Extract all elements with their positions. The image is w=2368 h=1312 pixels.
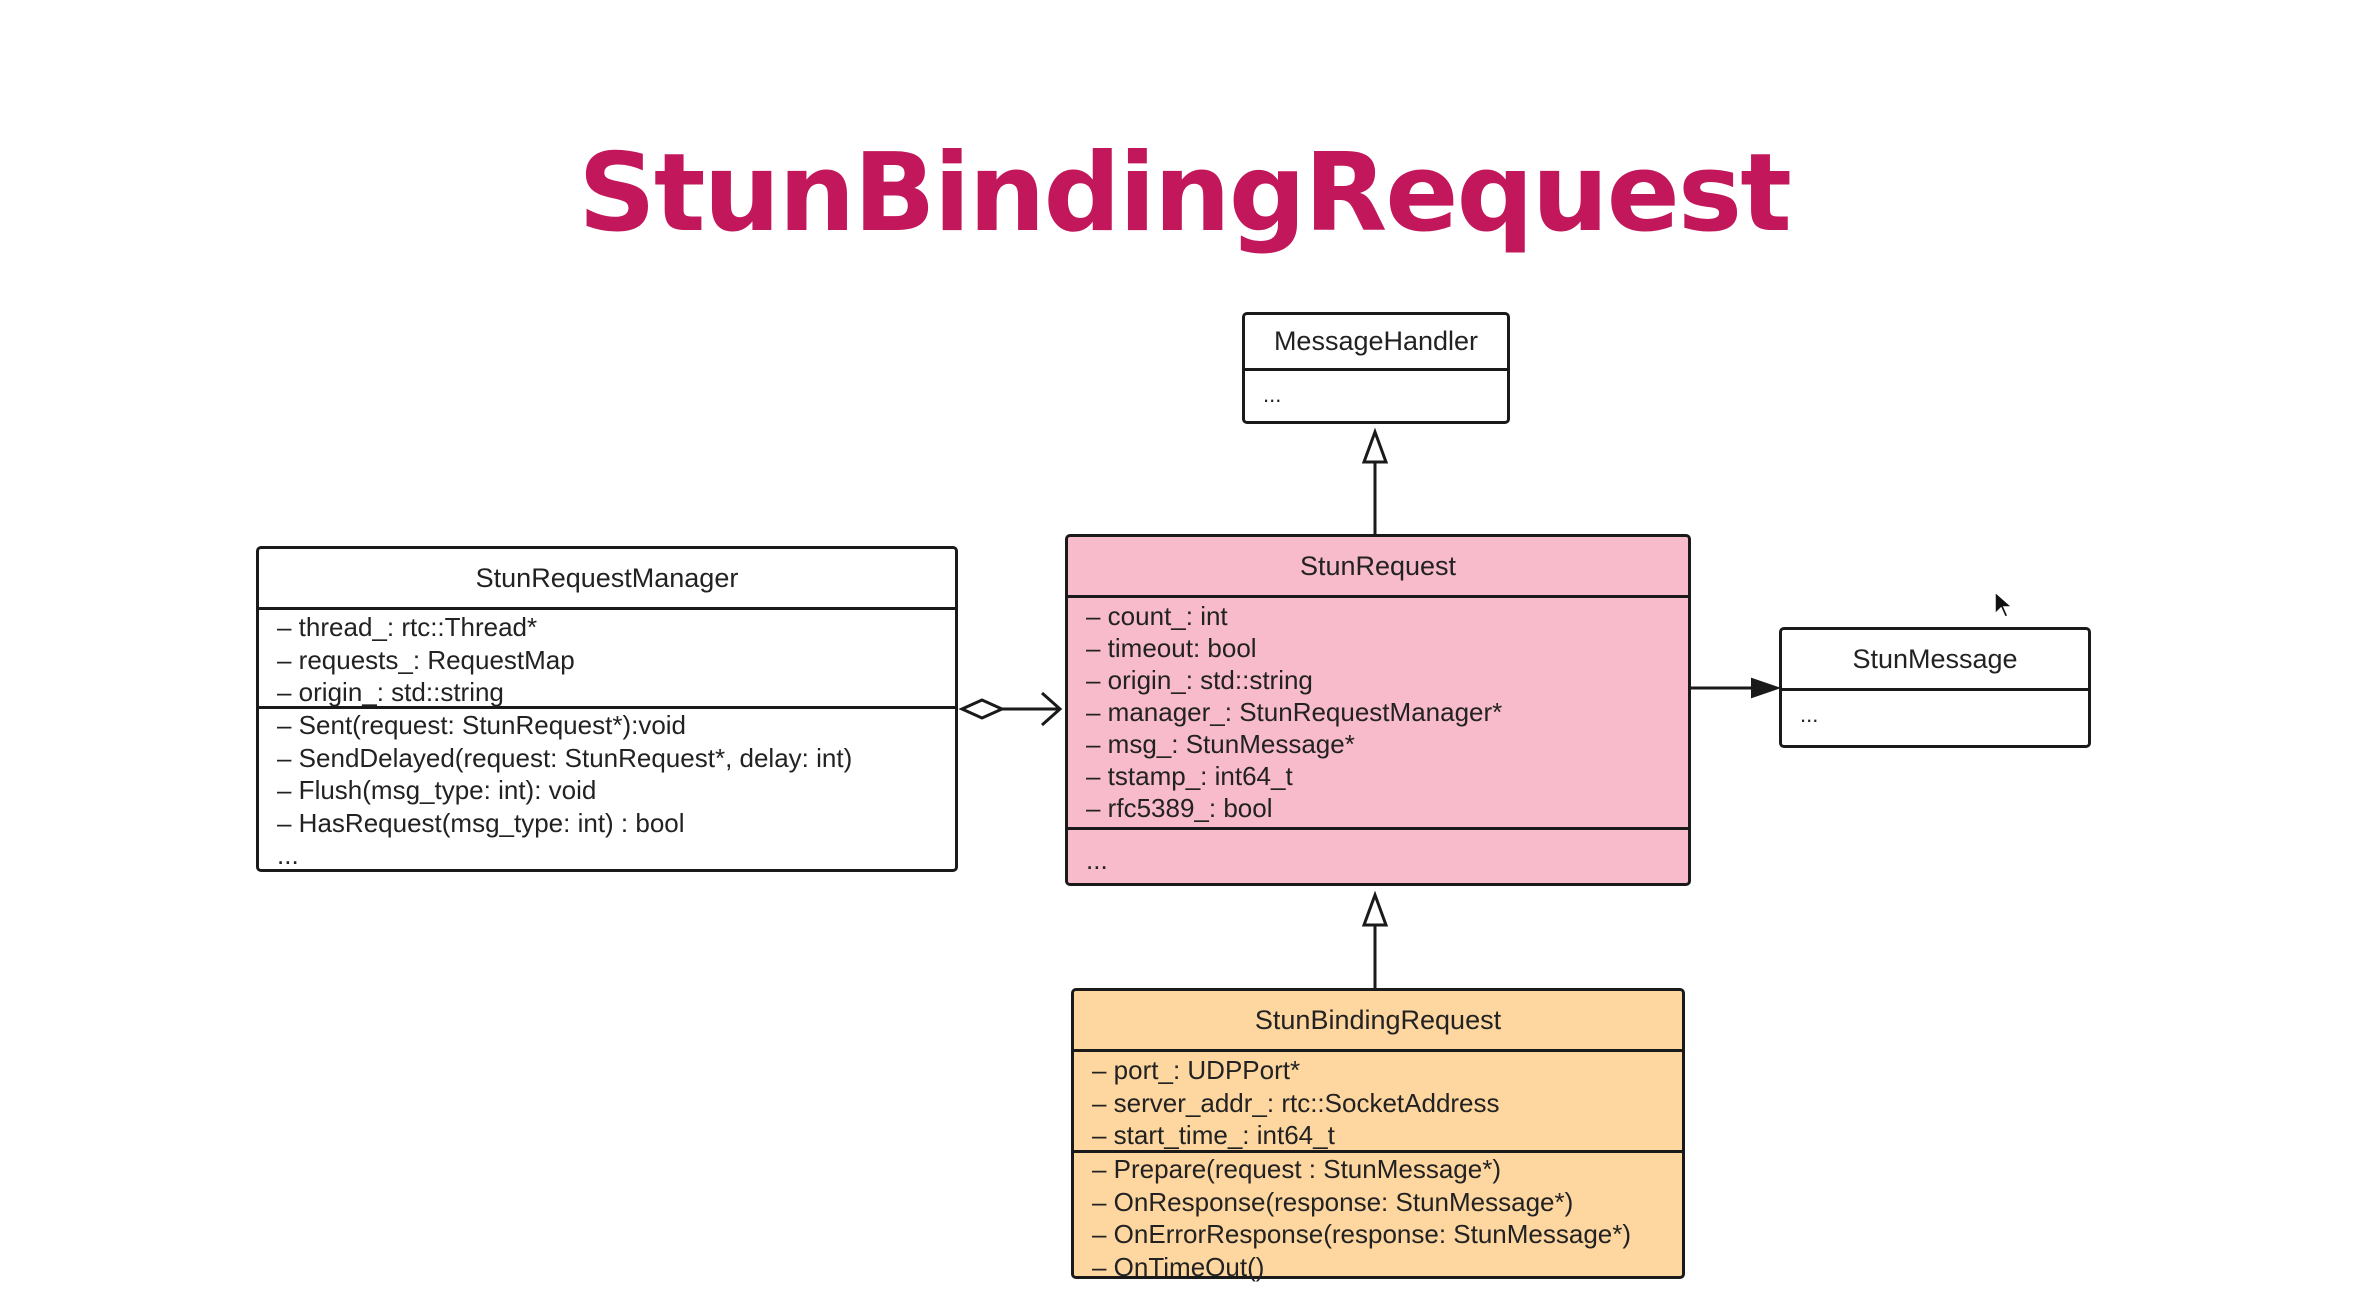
attribute-line: – manager_: StunRequestManager*	[1086, 697, 1503, 727]
method-line: – Prepare(request : StunMessage*)	[1092, 1154, 1501, 1184]
class-methods: – Prepare(request : StunMessage*) – OnRe…	[1074, 1153, 1682, 1283]
attribute-line: – tstamp_: int64_t	[1086, 761, 1293, 791]
class-box-stun-request-manager[interactable]: StunRequestManager – thread_: rtc::Threa…	[256, 546, 958, 872]
class-box-stun-request[interactable]: StunRequest – count_: int – timeout: boo…	[1065, 534, 1691, 886]
method-line: – HasRequest(msg_type: int) : bool	[277, 807, 685, 838]
inheritance-arrow-stunbindingrequest-to-stunrequest	[1361, 890, 1389, 988]
class-attributes: – count_: int – timeout: bool – origin_:…	[1068, 598, 1688, 830]
class-name: StunRequestManager	[259, 549, 955, 610]
class-body: ...	[1782, 691, 2088, 732]
page-title: StunBindingRequest	[578, 131, 1792, 256]
attribute-line: – requests_: RequestMap	[277, 644, 575, 675]
class-body: ...	[1245, 371, 1507, 412]
method-line: – OnTimeOut()	[1092, 1251, 1265, 1282]
body-line: ...	[1800, 702, 1819, 727]
class-attributes: – thread_: rtc::Thread* – requests_: Req…	[259, 610, 955, 709]
body-line: ...	[1263, 382, 1282, 407]
attribute-line: – rfc5389_: bool	[1086, 793, 1273, 823]
class-name: StunMessage	[1782, 630, 2088, 691]
attribute-line: – thread_: rtc::Thread*	[277, 612, 538, 642]
attribute-line: – origin_: std::string	[277, 677, 504, 707]
attribute-line: – origin_: std::string	[1086, 665, 1313, 695]
class-name: StunRequest	[1068, 537, 1688, 598]
class-name: MessageHandler	[1245, 315, 1507, 371]
aggregation-arrow-manager-to-stunrequest	[958, 691, 1063, 727]
method-line: – OnErrorResponse(response: StunMessage*…	[1092, 1219, 1632, 1249]
method-line: ...	[1086, 845, 1108, 875]
class-methods: – Sent(request: StunRequest*):void – Sen…	[259, 709, 955, 872]
attribute-line: – port_: UDPPort*	[1092, 1055, 1301, 1085]
attribute-line: – msg_: StunMessage*	[1086, 729, 1355, 759]
attribute-line: – server_addr_: rtc::SocketAddress	[1092, 1087, 1500, 1118]
method-line: – SendDelayed(request: StunRequest*, del…	[277, 742, 853, 773]
class-box-stun-binding-request[interactable]: StunBindingRequest – port_: UDPPort* – s…	[1071, 988, 1685, 1282]
attribute-line: – start_time_: int64_t	[1092, 1120, 1335, 1150]
method-line: – Flush(msg_type: int): void	[277, 775, 597, 805]
method-line: – Sent(request: StunRequest*):void	[277, 710, 687, 740]
class-methods: ...	[1068, 830, 1688, 877]
attribute-line: – timeout: bool	[1086, 633, 1257, 663]
class-box-stun-message[interactable]: StunMessage ...	[1779, 627, 2091, 748]
class-name: StunBindingRequest	[1074, 991, 1682, 1052]
method-line: ...	[277, 840, 299, 870]
attribute-line: – count_: int	[1086, 601, 1228, 631]
inheritance-arrow-stunrequest-to-messagehandler	[1361, 427, 1389, 535]
class-box-message-handler[interactable]: MessageHandler ...	[1242, 312, 1510, 424]
mouse-cursor-icon	[1994, 590, 2014, 618]
class-attributes: – port_: UDPPort* – server_addr_: rtc::S…	[1074, 1052, 1682, 1153]
method-line: – OnResponse(response: StunMessage*)	[1092, 1186, 1574, 1217]
association-arrow-stunrequest-to-stunmessage	[1688, 677, 1782, 699]
